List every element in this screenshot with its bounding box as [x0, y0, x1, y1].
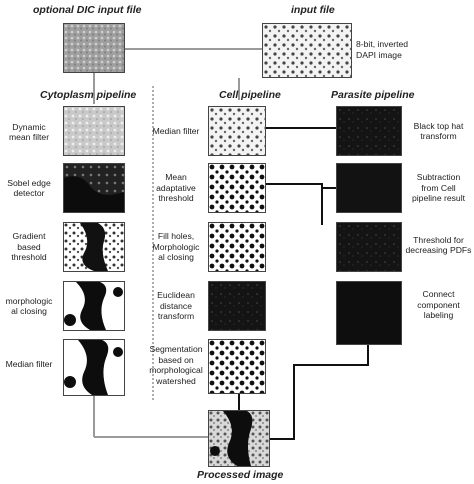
cytoplasm-header: Cytoplasm pipeline — [40, 89, 137, 101]
parasite-image-labeling — [336, 281, 402, 345]
cell-image-median — [208, 106, 266, 156]
cell-step-label-line: based on — [158, 354, 194, 365]
dapi-input-image — [262, 23, 352, 78]
cell-step-label-line: transform — [157, 311, 195, 322]
parasite-step-label-line: component — [417, 299, 460, 310]
dic-input-image — [63, 23, 125, 73]
cytoplasm-step-label-line: Median filter — [5, 358, 53, 369]
cell-step-label-line: al closing — [158, 252, 194, 263]
cell-step-label-line: threshold — [158, 193, 194, 204]
cytoplasm-step-label-line: Gradient — [12, 231, 46, 242]
cytoplasm-step-label-line: detector — [13, 188, 45, 198]
cell-step-label-line: Median filter — [152, 125, 200, 136]
cytoplasm-step-label-line: mean filter — [8, 132, 50, 142]
parasite-image-threshold — [336, 222, 402, 272]
cell-step-label-line: adaptative — [156, 182, 196, 193]
cell-step-label-line: Fill holes, — [157, 231, 195, 242]
cytoplasm-step-label-line: morphologic — [5, 295, 53, 306]
parasite-image-top-hat — [336, 106, 402, 156]
arrow-parasite-to-output — [270, 345, 369, 440]
cell-step-label-line: Mean — [165, 172, 187, 183]
processed-image — [208, 410, 270, 467]
cytoplasm-step-label-line: Sobel edge — [7, 177, 51, 188]
cytoplasm-step-label-line: Dynamic — [12, 121, 46, 132]
cytoplasm-image-gradient-threshold — [63, 222, 125, 272]
cytoplasm-image-median — [63, 339, 125, 396]
parasite-step-label-line: Subtraction — [416, 172, 461, 183]
cell-step-label-line: Segmentation — [149, 344, 203, 354]
cell-image-distance-transform — [208, 281, 266, 331]
cell-image-fill-holes — [208, 222, 266, 272]
cell-step-label: Median filter — [146, 126, 206, 137]
cell-step-label-line: Morphologic — [152, 241, 200, 252]
input-file-header: input file — [291, 4, 335, 16]
input-note-line: 8-bit, inverted — [356, 39, 409, 49]
cytoplasm-image-morph-closing — [63, 281, 125, 331]
cell-image-watershed — [208, 339, 266, 394]
cell-step-label-line: morphological — [149, 365, 203, 375]
cell-image-adaptive-threshold — [208, 163, 266, 213]
cell-header: Cell pipeline — [219, 89, 281, 101]
cell-step-label-line: Euclidean — [157, 290, 195, 301]
cytoplasm-step-label-line: based — [17, 241, 41, 252]
dic-input-header: optional DIC input file — [33, 4, 142, 16]
parasite-step-label-line: from Cell — [421, 182, 456, 193]
parasite-image-subtraction — [336, 163, 402, 213]
input-note: 8-bit, inverted DAPI image — [356, 39, 436, 60]
parasite-step-label-line: transform — [420, 131, 457, 141]
arrow-cell-result-to-subtraction — [266, 183, 323, 225]
parasite-step-label-line: decreasing PDFs — [405, 245, 472, 255]
cell-step-label-line: watershed — [156, 375, 196, 386]
parasite-step-label-line: pipeline result — [411, 193, 466, 204]
parasite-step-label-line: Threshold for — [413, 234, 464, 245]
parasite-step-label-line: Black top hat — [413, 120, 464, 131]
cytoplasm-image-sobel — [63, 163, 125, 213]
cytoplasm-step-label-line: al closing — [11, 306, 47, 316]
cell-step-label-line: distance — [159, 300, 192, 311]
cytoplasm-step-label-line: threshold — [11, 252, 47, 263]
parasite-step-label-line: Connect — [422, 289, 455, 300]
parasite-header: Parasite pipeline — [331, 89, 415, 101]
cytoplasm-step-label: Median filter — [0, 359, 58, 370]
parasite-step-label-line: labeling — [423, 310, 454, 321]
processed-image-header: Processed image — [197, 469, 284, 481]
cytoplasm-image-dynamic-mean — [63, 106, 125, 156]
input-note-line: DAPI image — [356, 49, 402, 60]
